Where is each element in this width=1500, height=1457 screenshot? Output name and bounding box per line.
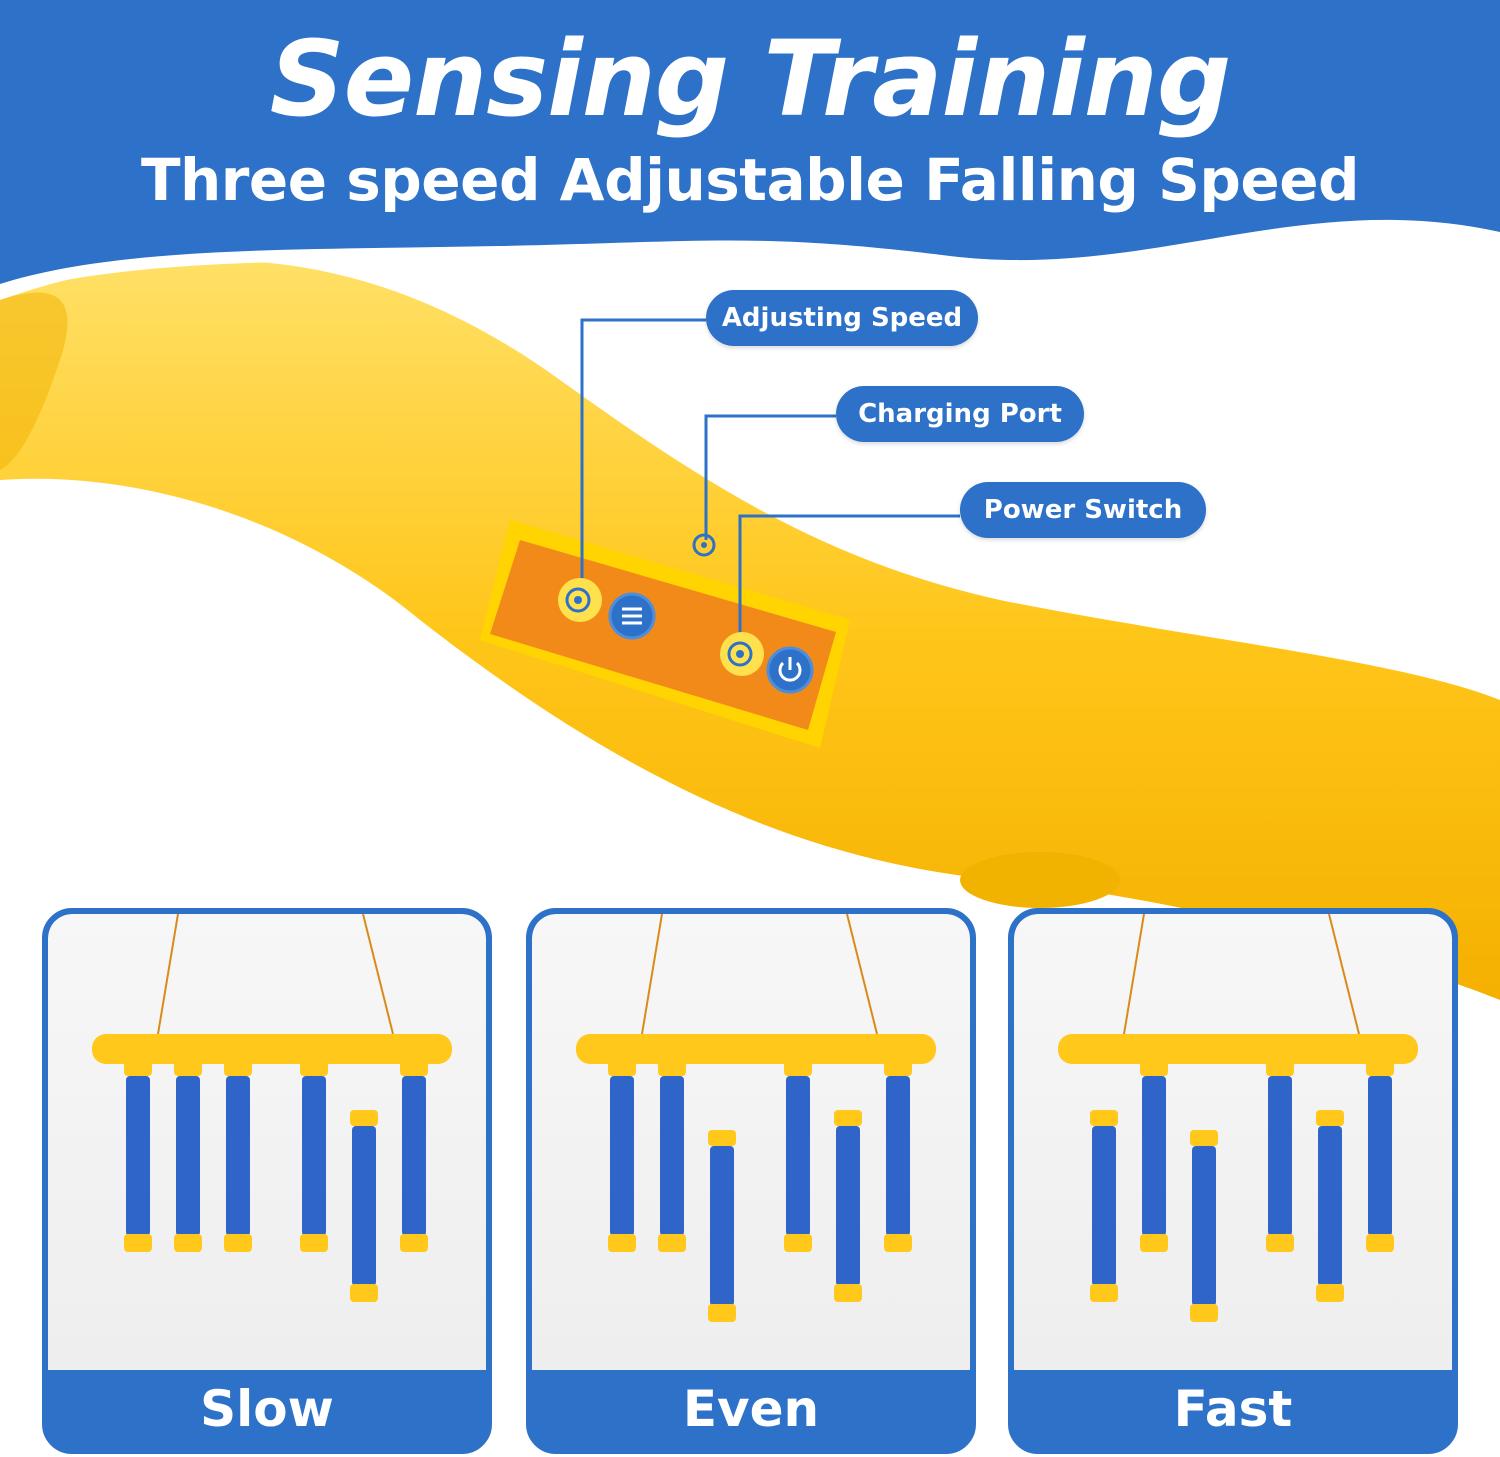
hanging-string [846, 914, 878, 1035]
stick-end-cap [124, 1234, 152, 1252]
stick-cap [224, 1060, 252, 1076]
page-title: Sensing Training [269, 18, 1232, 140]
stick-cap [884, 1060, 912, 1076]
foam-stick [1092, 1126, 1116, 1286]
falling-sticks-illustration [1058, 914, 1418, 1322]
foam-stick [886, 1076, 910, 1236]
speed-label-fast: Fast [1173, 1380, 1293, 1438]
stick-end-cap [400, 1234, 428, 1252]
stick-cap [834, 1110, 862, 1126]
foam-stick [836, 1126, 860, 1286]
tube-left-lobe [0, 292, 68, 470]
foam-stick [226, 1076, 250, 1236]
stick-end-cap [300, 1234, 328, 1252]
page-subtitle: Three speed Adjustable Falling Speed [140, 146, 1360, 214]
foam-stick [1192, 1146, 1216, 1306]
stick-cap [174, 1060, 202, 1076]
stick-end-cap [1366, 1234, 1394, 1252]
stick-cap [400, 1060, 428, 1076]
foam-stick [176, 1076, 200, 1236]
hanging-string [157, 914, 179, 1035]
foam-stick [786, 1076, 810, 1236]
stick-end-cap [174, 1234, 202, 1252]
stick-cap [1140, 1060, 1168, 1076]
stick-end-cap [834, 1284, 862, 1302]
adjusting-speed-callout: Adjusting Speed [706, 290, 978, 346]
trainer-bar [576, 1034, 936, 1064]
hanging-string [1123, 914, 1145, 1035]
stick-cap [350, 1110, 378, 1126]
card-image-area [1014, 914, 1452, 1370]
foam-stick [1368, 1076, 1392, 1236]
trainer-bar [92, 1034, 452, 1064]
foam-stick [402, 1076, 426, 1236]
foam-stick [352, 1126, 376, 1286]
card-image-area [48, 914, 486, 1370]
stick-cap [1266, 1060, 1294, 1076]
stick-cap [658, 1060, 686, 1076]
speed-label-slow: Slow [200, 1380, 334, 1438]
foam-stick [710, 1146, 734, 1306]
foam-stick [1142, 1076, 1166, 1236]
stick-cap [300, 1060, 328, 1076]
stick-end-cap [708, 1304, 736, 1322]
stick-cap [1190, 1130, 1218, 1146]
header-wave [0, 0, 1500, 284]
stick-end-cap [658, 1234, 686, 1252]
stick-cap [1316, 1110, 1344, 1126]
stick-end-cap [1266, 1234, 1294, 1252]
power-switch-callout: Power Switch [960, 482, 1206, 538]
stick-end-cap [224, 1234, 252, 1252]
stick-cap [1090, 1110, 1118, 1126]
stick-cap [1366, 1060, 1394, 1076]
card-image-area [532, 914, 970, 1370]
hanging-string [1328, 914, 1360, 1035]
foam-stick [660, 1076, 684, 1236]
speed-card-even: Even [526, 908, 976, 1454]
foam-stick [1268, 1076, 1292, 1236]
hanging-string [641, 914, 663, 1035]
stick-end-cap [1190, 1304, 1218, 1322]
stick-end-cap [608, 1234, 636, 1252]
stick-end-cap [350, 1284, 378, 1302]
speed-card-slow: Slow [42, 908, 492, 1454]
hanging-string [362, 914, 394, 1035]
stick-end-cap [1090, 1284, 1118, 1302]
stick-end-cap [784, 1234, 812, 1252]
falling-sticks-illustration [576, 914, 936, 1322]
tube-foot [960, 852, 1120, 908]
stick-cap [784, 1060, 812, 1076]
stick-cap [124, 1060, 152, 1076]
speed-card-fast: Fast [1008, 908, 1458, 1454]
stick-end-cap [1140, 1234, 1168, 1252]
stick-cap [708, 1130, 736, 1146]
speed-label-even: Even [682, 1380, 820, 1438]
falling-sticks-illustration [92, 914, 452, 1302]
stick-end-cap [884, 1234, 912, 1252]
charging-port-callout: Charging Port [836, 386, 1084, 442]
foam-stick [126, 1076, 150, 1236]
foam-stick [610, 1076, 634, 1236]
foam-stick [302, 1076, 326, 1236]
stick-end-cap [1316, 1284, 1344, 1302]
foam-stick [1318, 1126, 1342, 1286]
stick-cap [608, 1060, 636, 1076]
trainer-bar [1058, 1034, 1418, 1064]
